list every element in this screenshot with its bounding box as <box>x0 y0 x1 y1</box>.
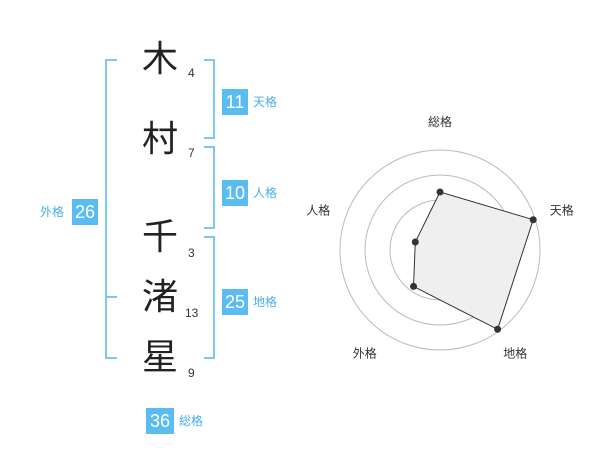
radar-axis-label-4: 外格 <box>353 346 377 361</box>
stroke-count-5: 9 <box>188 366 195 380</box>
radar-axis-label-2: 天格 <box>550 202 574 217</box>
tenkaku-bracket <box>204 59 215 139</box>
radar-ring-4 <box>339 149 541 351</box>
name-char-3: 千 <box>141 217 178 258</box>
name-char-2: 村 <box>141 119 178 160</box>
jinkaku-value: 10 <box>222 180 248 206</box>
tenkaku-label: 天格 <box>253 95 278 109</box>
name-char-4: 渚 <box>141 277 178 318</box>
soukaku-label: 総格 <box>179 414 204 428</box>
stroke-count-2: 7 <box>188 146 195 160</box>
radar-point-5 <box>411 238 419 246</box>
radar-point-2 <box>529 216 537 224</box>
radar-axis-label-5: 人格 <box>306 202 330 217</box>
radar-data-polygon <box>412 191 534 331</box>
gaikaku-label: 外格 <box>40 205 65 219</box>
gaikaku-bracket <box>105 59 117 359</box>
gaikaku-value: 26 <box>72 199 98 225</box>
stroke-count-3: 3 <box>188 246 195 260</box>
chikaku-value: 25 <box>222 289 248 315</box>
stroke-count-1: 4 <box>188 66 195 80</box>
jinkaku-bracket <box>204 146 215 229</box>
name-char-5: 星 <box>141 337 178 378</box>
soukaku-value: 36 <box>146 408 174 434</box>
radar-point-4 <box>410 282 418 290</box>
radar-axis-label-1: 総格 <box>428 114 452 129</box>
chikaku-bracket <box>204 236 215 359</box>
radar-axis-label-3: 地格 <box>503 346 527 361</box>
jinkaku-label: 人格 <box>253 186 278 200</box>
chikaku-label: 地格 <box>253 295 278 309</box>
radar-point-1 <box>436 188 444 196</box>
tenkaku-value: 11 <box>222 89 248 115</box>
radar-point-3 <box>494 325 502 333</box>
stroke-count-4: 13 <box>185 306 199 320</box>
name-char-1: 木 <box>141 39 178 80</box>
